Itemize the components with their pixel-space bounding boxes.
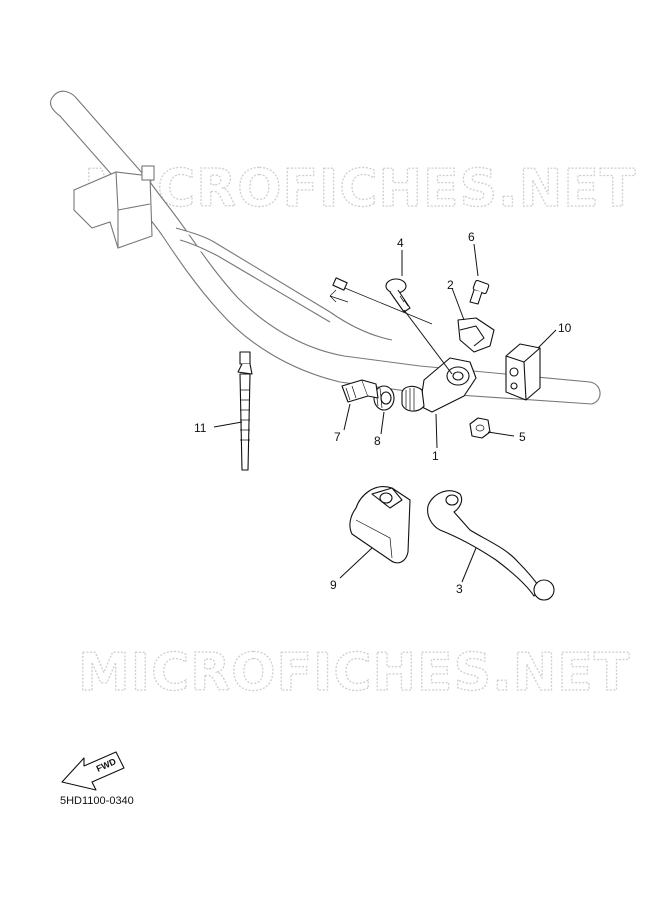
part-nut-5 — [469, 417, 491, 439]
part-locknut-8 — [373, 385, 395, 411]
leader-lines — [213, 243, 557, 583]
callout-11: 11 — [194, 421, 207, 435]
callout-10: 10 — [558, 321, 572, 335]
part-lever-3 — [427, 490, 555, 601]
handlebar — [49, 90, 601, 405]
callout-5: 5 — [519, 430, 526, 444]
callout-1: 1 — [432, 449, 439, 463]
cable-connector — [329, 277, 433, 325]
callout-6: 6 — [468, 230, 475, 244]
part-lever-holder-1 — [401, 357, 477, 413]
part-pivot-bolt-4 — [385, 278, 411, 313]
watermark-top: MICROFICHES.NET — [84, 159, 636, 219]
callout-4: 4 — [397, 236, 404, 250]
left-clamp — [73, 165, 155, 249]
callout-3: 3 — [456, 582, 463, 596]
part-cable-tie-11 — [237, 351, 253, 471]
watermark-bottom: MICROFICHES.NET — [78, 643, 630, 703]
fwd-arrow-icon: FWD — [61, 751, 125, 791]
part-adjuster-7 — [341, 379, 379, 403]
part-clamp-10 — [505, 343, 541, 401]
part-screw-6 — [469, 279, 490, 305]
diagram-code: 5HD1100-0340 — [60, 795, 134, 807]
callout-7: 7 — [334, 430, 341, 444]
callout-8: 8 — [374, 434, 381, 448]
part-clamp-2 — [457, 317, 495, 353]
callout-9: 9 — [330, 578, 337, 592]
callout-2: 2 — [447, 278, 454, 292]
part-lever-cover-9 — [349, 486, 411, 564]
